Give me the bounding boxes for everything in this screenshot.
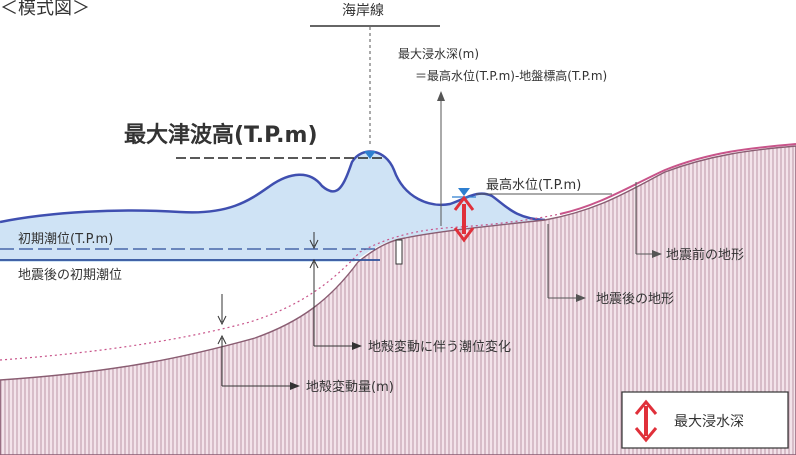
post-quake-tide-label: 地震後の初期潮位 bbox=[18, 268, 122, 283]
pre-quake-terrain-arrowhead bbox=[652, 250, 662, 258]
max-inundation-def-line2: ＝最高水位(T.P.m)-地盤標高(T.P.m) bbox=[415, 68, 607, 83]
tsunami-peak-marker bbox=[364, 151, 376, 159]
crustal-deformation-label: 地殻変動量(m) bbox=[306, 379, 394, 395]
legend-box: 最大浸水深 bbox=[621, 391, 789, 449]
crustal-deformation-arrows bbox=[217, 294, 294, 387]
max-tsunami-height-label: 最大津波高(T.P.m) bbox=[124, 122, 318, 148]
sea-water bbox=[0, 151, 548, 262]
pre-quake-terrain-line-upper bbox=[559, 143, 796, 215]
seawall-structure bbox=[395, 239, 403, 265]
inundation-depth-arrow bbox=[453, 195, 475, 243]
post-quake-land bbox=[0, 145, 796, 455]
max-inundation-def-line1: 最大浸水深(m) bbox=[398, 47, 479, 61]
tide-change-arrows bbox=[309, 232, 356, 347]
legend-label: 最大浸水深 bbox=[674, 414, 744, 430]
tide-change-arrowhead bbox=[352, 342, 362, 350]
tide-change-label: 地殻変動に伴う潮位変化 bbox=[368, 339, 511, 355]
post-quake-terrain-label: 地震後の地形 bbox=[596, 292, 674, 307]
diagram-title: ＜模式図＞ bbox=[0, 0, 90, 19]
water-surface-line bbox=[0, 150, 546, 224]
def-leader-arrowhead bbox=[437, 91, 445, 101]
max-water-level-label: 最高水位(T.P.m) bbox=[486, 177, 581, 193]
coastline-label: 海岸線 bbox=[342, 3, 384, 19]
crustal-deformation-arrowhead bbox=[290, 382, 300, 390]
max-water-level-marker bbox=[458, 188, 470, 196]
post-quake-terrain-arrowhead bbox=[576, 294, 586, 302]
legend-arrow-icon bbox=[634, 399, 658, 443]
initial-tide-label: 初期潮位(T.P.m) bbox=[18, 232, 113, 247]
pre-quake-terrain-label: 地震前の地形 bbox=[666, 247, 744, 263]
